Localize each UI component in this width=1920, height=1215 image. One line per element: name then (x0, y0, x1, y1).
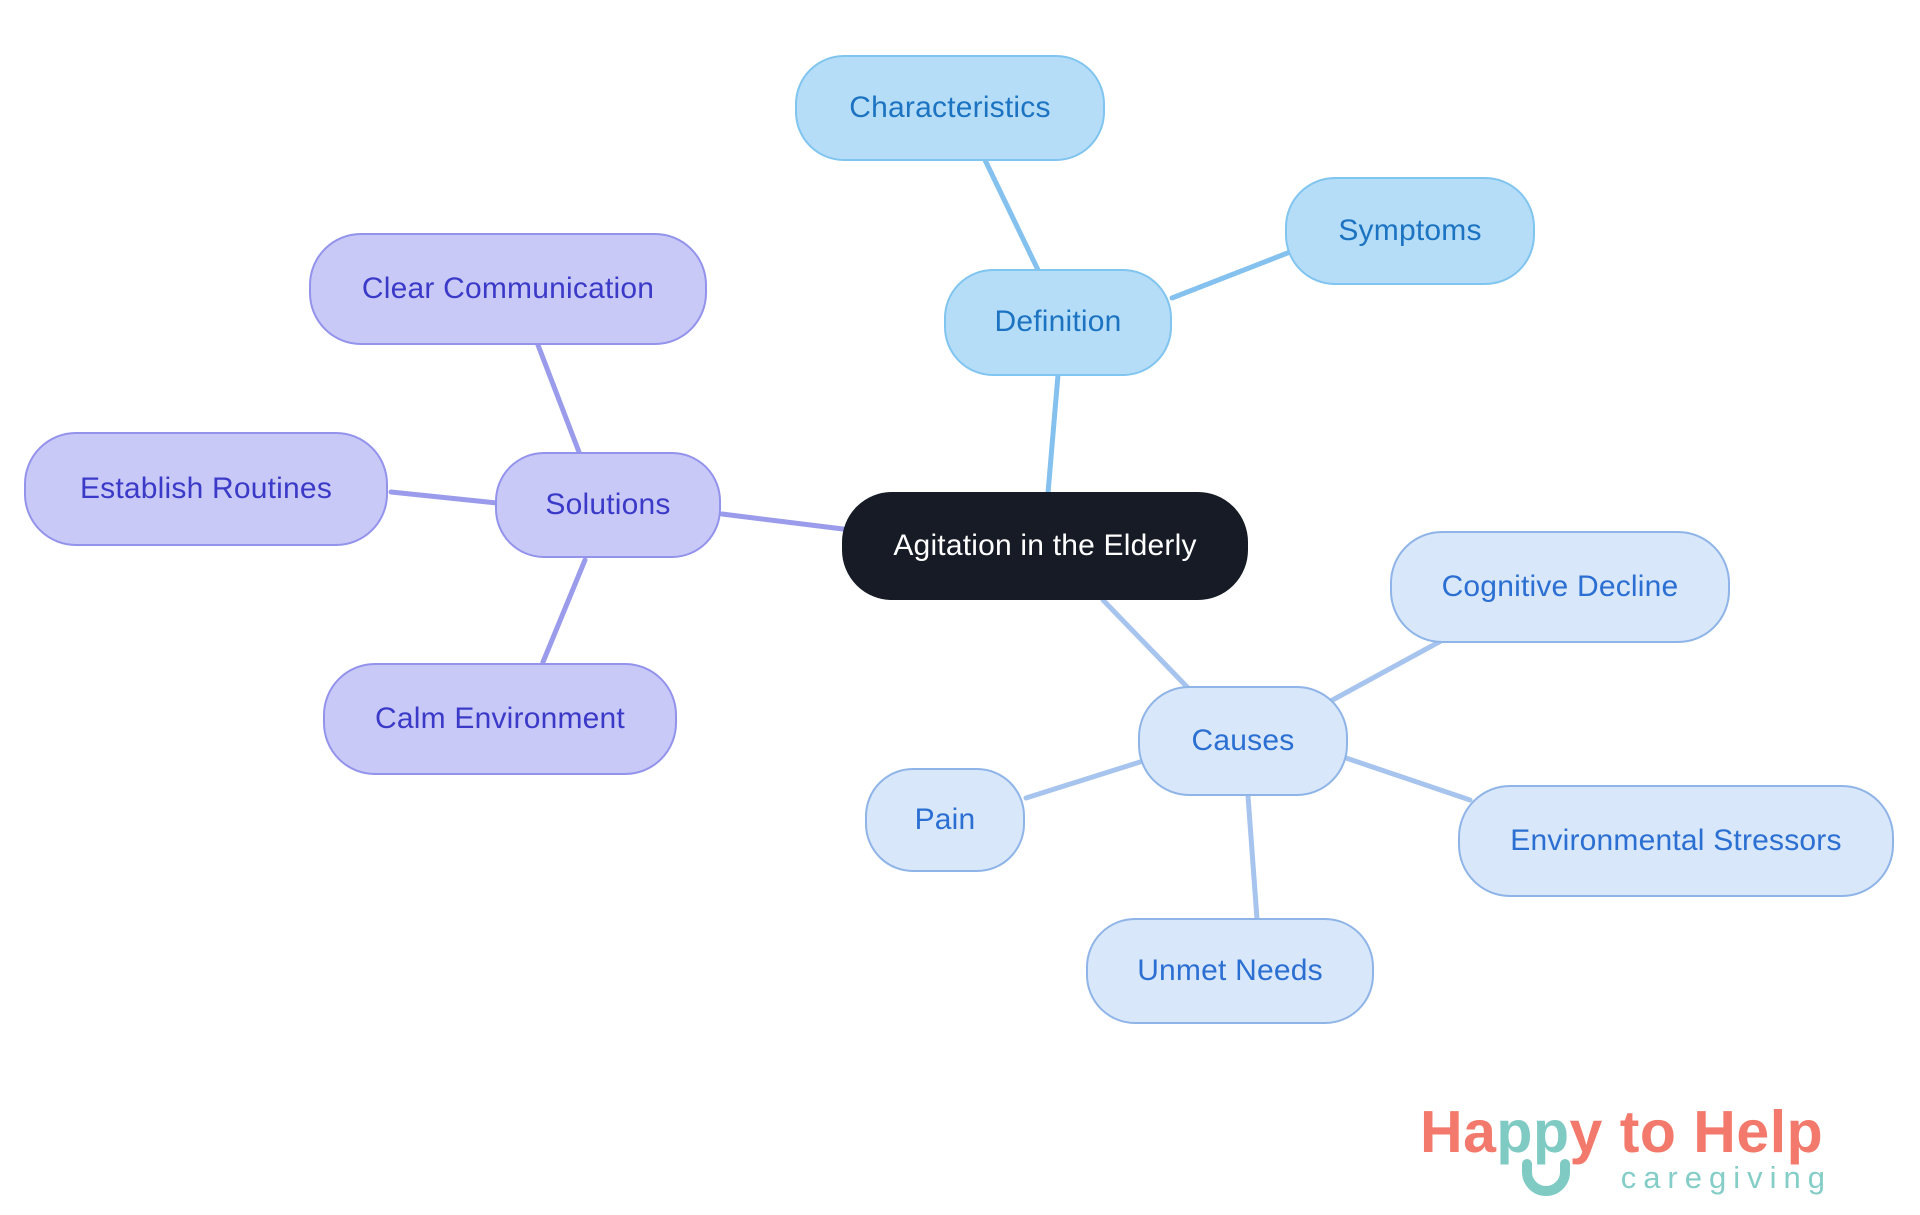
node-establish-routines[interactable]: Establish Routines (24, 432, 388, 546)
node-unmet-needs[interactable]: Unmet Needs (1086, 918, 1374, 1024)
logo-tagline: caregiving (1620, 1160, 1832, 1195)
logo-text-pp: pp (1496, 1099, 1570, 1165)
node-causes[interactable]: Causes (1138, 686, 1348, 796)
edge-characteristics-to-definition (982, 157, 1041, 273)
edge-center-to-causes (1100, 597, 1193, 693)
node-environmental-stressors[interactable]: Environmental Stressors (1458, 785, 1894, 897)
node-characteristics[interactable]: Characteristics (795, 55, 1105, 161)
edge-causes-to-unmet-needs (1245, 793, 1260, 922)
edge-calm-environment-to-solutions (540, 557, 588, 665)
happy-to-help-logo: Happy to Help caregiving (1414, 1098, 1884, 1208)
node-symptoms[interactable]: Symptoms (1285, 177, 1535, 285)
logo-text-ha: Ha (1420, 1099, 1497, 1165)
edge-establish-routines-to-solutions (388, 489, 500, 506)
logo-text-y-to-help: y to Help (1569, 1099, 1824, 1165)
node-pain[interactable]: Pain (865, 768, 1025, 872)
node-clear-communication[interactable]: Clear Communication (309, 233, 707, 345)
node-center-agitation-in-the-elderly[interactable]: Agitation in the Elderly (842, 492, 1248, 600)
edge-symptoms-to-definition (1169, 249, 1293, 301)
logo-wordmark: Happy to Help (1420, 1098, 1823, 1166)
edge-causes-to-pain (1023, 759, 1143, 801)
edge-definition-to-center (1045, 372, 1061, 496)
edge-solutions-to-center (719, 511, 846, 532)
node-cognitive-decline[interactable]: Cognitive Decline (1390, 531, 1730, 643)
node-definition[interactable]: Definition (944, 268, 1172, 376)
edge-causes-to-environmental-stressors (1343, 755, 1473, 803)
smile-icon (1522, 1159, 1570, 1196)
node-calm-environment[interactable]: Calm Environment (323, 663, 677, 775)
edge-causes-to-cognitive-decline (1324, 633, 1453, 706)
edge-clear-communication-to-solutions (535, 342, 582, 455)
node-solutions[interactable]: Solutions (495, 452, 721, 558)
